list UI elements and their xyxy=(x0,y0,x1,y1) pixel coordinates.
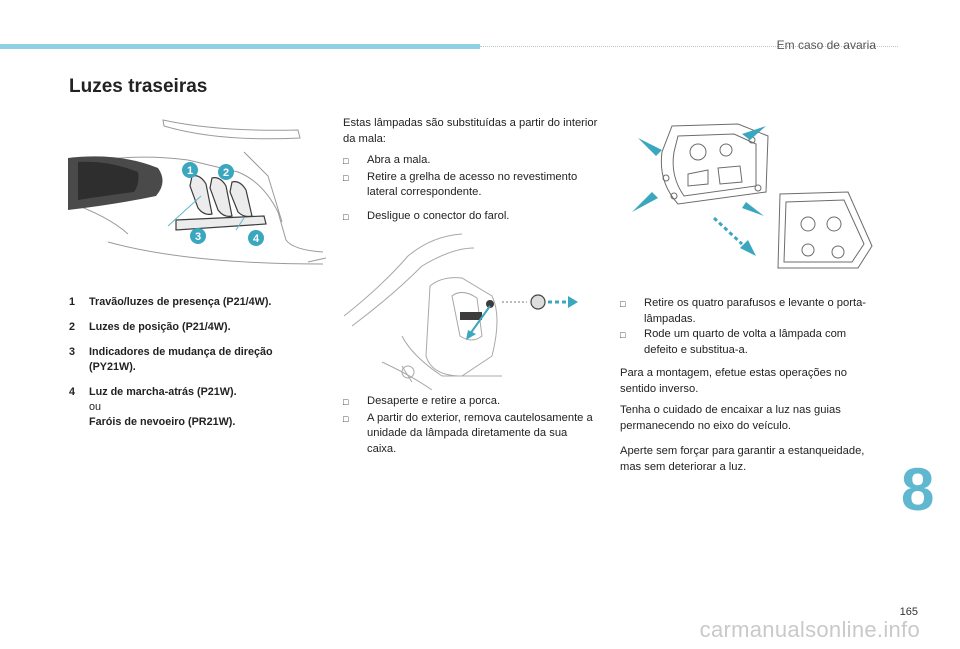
chapter-title: Em caso de avaria xyxy=(776,38,876,52)
bulb-legend: 1 Travão/luzes de presença (P21/4W). 2 L… xyxy=(69,295,319,430)
legend-number: 1 xyxy=(69,296,76,308)
legend-label: Travão/luzes de presença (P21/4W). xyxy=(89,296,272,308)
legend-or: ou xyxy=(89,401,102,413)
watermark: carmanualsonline.info xyxy=(699,617,920,642)
chapter-number: 8 xyxy=(901,452,960,528)
square-bullet-icon: □ xyxy=(343,397,349,407)
step-text: Retire os quatro parafusos e levante o p… xyxy=(644,297,867,325)
column3: □ Retire os quatro parafusos e levante o… xyxy=(620,296,870,475)
callout-1-marker xyxy=(182,162,198,178)
square-bullet-icon: □ xyxy=(620,299,626,309)
legend-number: 4 xyxy=(69,386,76,398)
step-item: □ A partir do exterior, remova cautelosa… xyxy=(343,411,598,458)
step-text: Rode um quarto de volta a lâmpada com de… xyxy=(644,328,847,356)
step-text: Abra a mala. xyxy=(367,154,431,166)
paragraph: Para a montagem, efetue estas operações … xyxy=(620,367,848,395)
step-text: A partir do exterior, remova cautelosame… xyxy=(367,411,593,455)
intro-text: Estas lâmpadas são substituídas a partir… xyxy=(343,117,598,145)
legend-number: 3 xyxy=(69,346,76,358)
callout-2: 2 xyxy=(223,167,229,179)
header-accent-bar xyxy=(0,44,480,49)
trunk-nut-diagram xyxy=(343,233,578,390)
column2-top: Estas lâmpadas são substituídas a partir… xyxy=(343,116,598,225)
square-bullet-icon: □ xyxy=(343,156,349,166)
step-item: □ Desaperte e retire a porca. xyxy=(343,394,598,411)
step-item: □ Retire os quatro parafusos e levante o… xyxy=(620,296,870,327)
step-item: □ Retire a grelha de acesso no revestime… xyxy=(343,170,598,201)
step-text: Retire a grelha de acesso no revestiment… xyxy=(367,170,578,199)
callout-3-marker xyxy=(190,228,206,244)
legend-number: 2 xyxy=(69,321,76,333)
paragraph: Tenha o cuidado de encaixar a luz nas gu… xyxy=(620,404,841,432)
square-bullet-icon: □ xyxy=(620,330,626,340)
rear-light-diagram: 1 2 3 4 xyxy=(68,119,326,265)
paragraph: Aperte sem forçar para garantir a estanq… xyxy=(620,445,865,473)
column2-bottom: □ Desaperte e retire a porca. □ A partir… xyxy=(343,394,598,457)
callout-2-marker xyxy=(218,164,234,180)
header-dotted-rule xyxy=(480,46,898,47)
legend-label: Luz de marcha-atrás (P21W). xyxy=(89,386,237,398)
page-title: Luzes traseiras xyxy=(69,76,208,97)
legend-item: 3 Indicadores de mudança de direção (PY2… xyxy=(69,345,319,375)
square-bullet-icon: □ xyxy=(343,413,349,424)
callout-4: 4 xyxy=(253,233,260,245)
step-item: □ Rode um quarto de volta a lâmpada com … xyxy=(620,327,870,358)
legend-label-alt: Faróis de nevoeiro (PR21W). xyxy=(89,416,236,428)
page-number: 165 xyxy=(899,606,918,618)
step-text: Desligue o conector do farol. xyxy=(367,209,510,222)
lamp-holder-diagram xyxy=(632,123,873,269)
legend-item: 4 Luz de marcha-atrás (P21W). ou Faróis … xyxy=(69,385,319,430)
step-item: □ Abra a mala. xyxy=(343,153,598,170)
square-bullet-icon: □ xyxy=(343,172,349,183)
square-bullet-icon: □ xyxy=(343,211,349,222)
legend-item: 1 Travão/luzes de presença (P21/4W). xyxy=(69,295,319,310)
legend-item: 2 Luzes de posição (P21/4W). xyxy=(69,320,319,335)
callout-3: 3 xyxy=(195,231,201,243)
step-item: □ Desligue o conector do farol. xyxy=(343,209,598,226)
callout-4-marker xyxy=(248,230,264,246)
legend-label: Luzes de posição (P21/4W). xyxy=(89,321,231,333)
step-text: Desaperte e retire a porca. xyxy=(367,395,501,407)
callout-1: 1 xyxy=(187,165,193,177)
legend-label: Indicadores de mudança de direção (PY21W… xyxy=(89,346,273,373)
